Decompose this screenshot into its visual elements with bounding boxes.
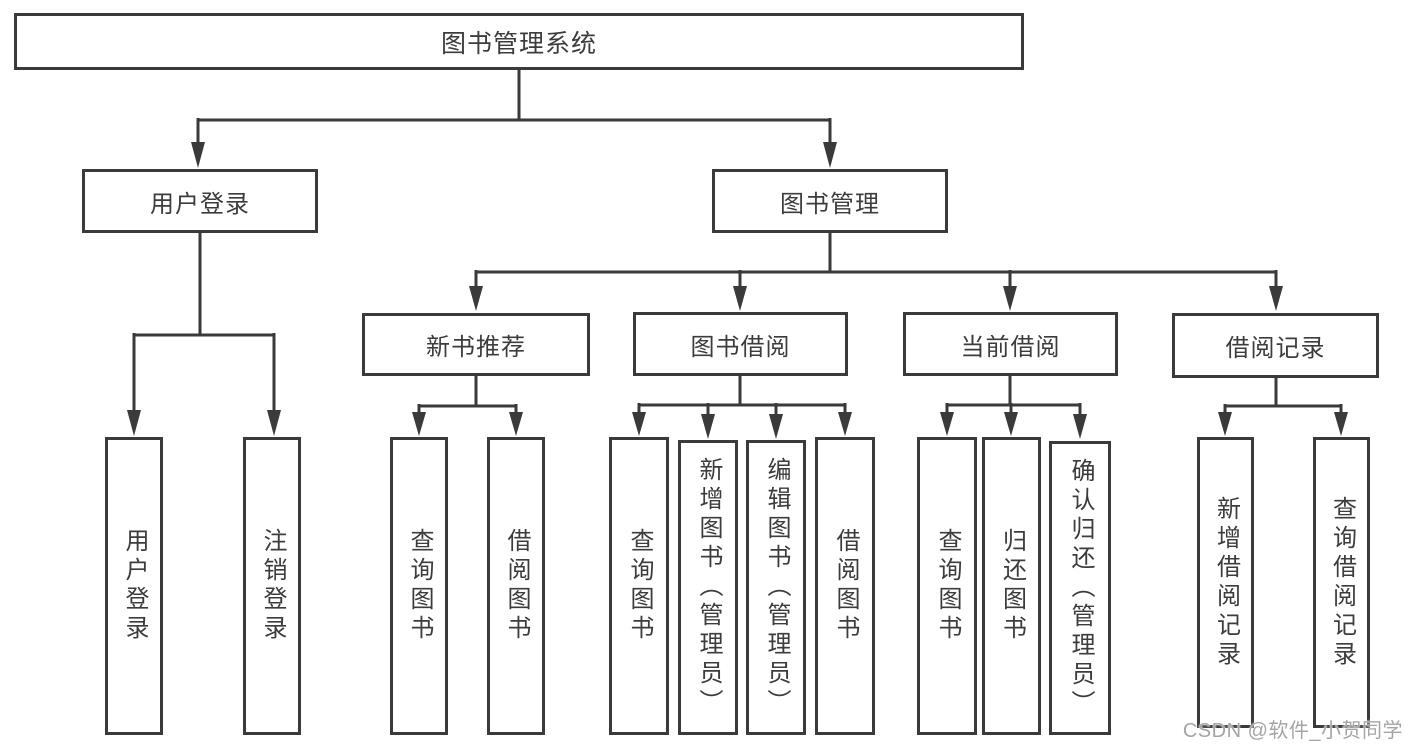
leaf-query-books-current-label: 查询图书 bbox=[934, 528, 961, 644]
leaf-query-books-current: 查询图书 bbox=[917, 437, 977, 735]
leaf-query-borrow-record-label: 查询借阅记录 bbox=[1328, 495, 1356, 670]
leaf-confirm-return-admin-label: 确认归还（管理员） bbox=[1067, 457, 1094, 719]
leaf-confirm-return-admin: 确认归还（管理员） bbox=[1049, 441, 1111, 735]
connector-records-to-leaves bbox=[1218, 378, 1348, 436]
node-root-label: 图书管理系统 bbox=[440, 29, 597, 58]
leaf-edit-books-admin-label: 编辑图书（管理员） bbox=[763, 457, 790, 718]
leaf-return-books: 归还图书 bbox=[982, 437, 1041, 735]
leaf-query-books-recommend-label: 查询图书 bbox=[406, 528, 433, 644]
node-book-management-label: 图书管理 bbox=[780, 190, 880, 218]
node-book-borrow: 图书借阅 bbox=[633, 312, 848, 376]
leaf-add-borrow-record-label: 新增借阅记录 bbox=[1212, 495, 1240, 670]
leaf-borrow-books-recommend: 借阅图书 bbox=[487, 437, 545, 735]
connector-recommend-to-leaves bbox=[412, 376, 523, 436]
leaf-add-books-admin-label: 新增图书（管理员） bbox=[695, 457, 722, 718]
leaf-borrow-books-recommend-label: 借阅图书 bbox=[503, 528, 530, 644]
leaf-add-borrow-record: 新增借阅记录 bbox=[1197, 437, 1254, 728]
node-book-borrow-label: 图书借阅 bbox=[690, 333, 791, 361]
leaf-query-books-borrow: 查询图书 bbox=[609, 437, 669, 735]
leaf-user-login: 用户登录 bbox=[105, 437, 163, 735]
leaf-borrow-books-borrow: 借阅图书 bbox=[815, 437, 875, 735]
leaf-borrow-books-borrow-label: 借阅图书 bbox=[832, 528, 859, 644]
connector-user-login-to-leaves bbox=[127, 233, 281, 436]
leaf-logout-label: 注销登录 bbox=[259, 528, 286, 644]
node-current-borrow-label: 当前借阅 bbox=[960, 333, 1061, 361]
node-new-book-recommend-label: 新书推荐 bbox=[426, 334, 526, 361]
leaf-return-books-label: 归还图书 bbox=[998, 528, 1026, 644]
connector-borrow-to-leaves bbox=[632, 376, 852, 439]
connector-book-management-to-level3 bbox=[469, 233, 1283, 311]
node-user-login-label: 用户登录 bbox=[150, 190, 250, 218]
leaf-add-books-admin: 新增图书（管理员） bbox=[678, 440, 738, 735]
node-book-management: 图书管理 bbox=[712, 169, 948, 233]
node-root: 图书管理系统 bbox=[14, 13, 1024, 70]
node-current-borrow: 当前借阅 bbox=[903, 312, 1118, 376]
node-borrow-records-label: 借阅记录 bbox=[1225, 335, 1326, 362]
node-new-book-recommend: 新书推荐 bbox=[362, 313, 590, 376]
leaf-logout: 注销登录 bbox=[243, 437, 301, 735]
leaf-query-books-borrow-label: 查询图书 bbox=[626, 528, 653, 644]
leaf-query-books-recommend: 查询图书 bbox=[390, 437, 448, 735]
watermark: CSDN @软件_小贺同学 bbox=[1182, 720, 1403, 742]
leaf-user-login-label: 用户登录 bbox=[121, 528, 148, 644]
connector-root-to-level2 bbox=[191, 70, 837, 168]
node-borrow-records: 借阅记录 bbox=[1172, 313, 1379, 378]
connector-current-to-leaves bbox=[940, 376, 1087, 439]
leaf-query-borrow-record: 查询借阅记录 bbox=[1313, 437, 1370, 728]
node-user-login: 用户登录 bbox=[82, 169, 318, 233]
leaf-edit-books-admin: 编辑图书（管理员） bbox=[746, 440, 806, 735]
